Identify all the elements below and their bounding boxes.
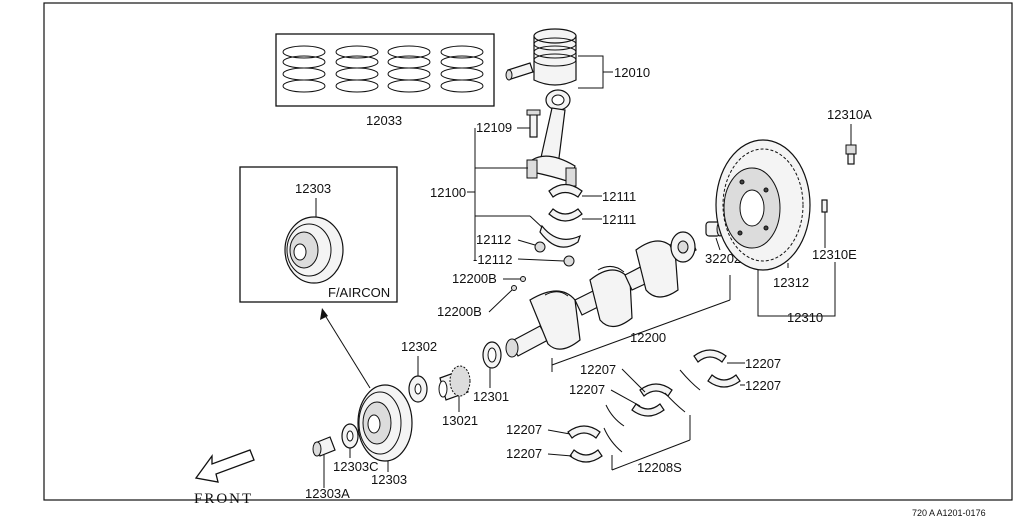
piston-pin-icon	[505, 62, 534, 81]
rod-bolt-icon	[526, 109, 541, 138]
timing-sprocket-icon	[438, 365, 471, 401]
label-inset-pulley: 12303	[295, 181, 331, 196]
plug-icon-2	[511, 285, 517, 291]
label-nut-b: -12112	[473, 252, 513, 267]
label-oil-seal: 12301	[473, 389, 509, 404]
label-crankshaft: 12200	[630, 330, 666, 345]
outer-frame	[43, 2, 1013, 501]
label-bolt: 12109	[476, 120, 512, 135]
label-pulley: 12303	[371, 472, 407, 487]
label-sprocket: 13021	[442, 413, 478, 428]
label-inset-caption: F/AIRCON	[328, 285, 390, 300]
rod-cap-icon	[539, 224, 582, 248]
label-main-brg-2: 12207	[745, 378, 781, 393]
inset-arrow	[322, 311, 371, 389]
label-ring-gear: 12312	[773, 275, 809, 290]
label-key: 12302	[401, 339, 437, 354]
rod-bearing-upper-icon	[548, 183, 583, 198]
piston-icon	[533, 28, 577, 86]
flywheel-bolt-icon	[845, 144, 857, 165]
dowel-pin-icon	[821, 199, 828, 213]
connecting-rod-icon	[526, 89, 577, 187]
crankshaft-icon	[505, 231, 697, 358]
inset-pulley-icon	[284, 216, 344, 284]
crank-pulley-icon	[357, 384, 413, 462]
flywheel-icon	[715, 139, 811, 271]
key-icon	[408, 375, 428, 403]
label-main-brg-6: 12207	[506, 446, 542, 461]
rod-nut-icon	[534, 241, 575, 267]
label-main-brg-1: 12207	[745, 356, 781, 371]
label-main-brg-set: 12208S	[637, 460, 682, 475]
label-rod-bearing-upper: 12111	[602, 189, 636, 204]
label-main-brg-5: 12207	[506, 422, 542, 437]
pulley-bolt-icon	[312, 436, 336, 457]
label-washer: 12303C	[333, 459, 379, 474]
label-rod-assy: 12100	[430, 185, 466, 200]
oil-seal-icon	[482, 341, 502, 369]
rod-bearing-lower-icon	[548, 208, 583, 222]
label-pulley-bolt: 12303A	[305, 486, 350, 501]
leader-piston	[578, 55, 604, 89]
inset-box	[239, 166, 398, 303]
label-flywheel: 12310	[787, 310, 823, 325]
washer-icon	[341, 423, 359, 449]
main-bearing-icon	[567, 349, 741, 463]
label-plug-b: 12200B	[452, 271, 497, 286]
label-rings: 12033	[366, 113, 402, 128]
label-flywheel-e: 12310E	[812, 247, 857, 262]
label-plug-b2: 12200B	[437, 304, 482, 319]
front-arrow-icon	[194, 449, 255, 483]
label-front: FRONT	[194, 491, 253, 507]
label-nut-a: 12112	[476, 232, 511, 247]
piston-rings-icon	[282, 45, 484, 93]
label-flywheel-bolt: 12310A	[827, 107, 872, 122]
ring-box	[275, 33, 495, 107]
label-main-brg-3: 12207	[580, 362, 616, 377]
label-rod-bearing-lower: 12111	[602, 212, 636, 227]
label-main-brg-4: 12207	[569, 382, 605, 397]
figure-ref: 720 A A1201-0176	[912, 508, 986, 518]
label-piston: 12010	[614, 65, 650, 80]
plug-icon	[520, 276, 526, 282]
